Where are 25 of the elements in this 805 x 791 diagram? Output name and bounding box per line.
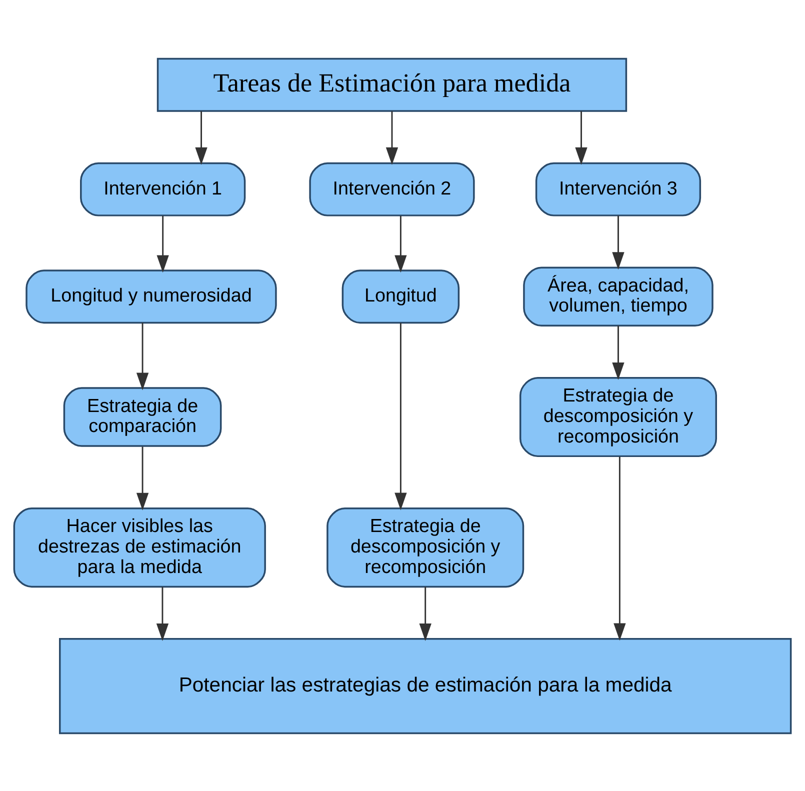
node-box: Longitud y numerosidad	[26, 269, 277, 324]
arrow	[612, 325, 624, 380]
arrow	[136, 322, 149, 390]
node-box: Potenciar las estrategias de estimación para la medida	[59, 638, 792, 734]
arrow	[136, 446, 149, 510]
arrow	[612, 215, 624, 270]
node-box: Estrategia de descomposición y recomposición	[519, 376, 717, 457]
arrow	[195, 110, 208, 164]
arrow	[394, 215, 407, 272]
arrow	[614, 456, 626, 640]
arrow	[394, 322, 407, 510]
arrow	[419, 586, 432, 640]
arrow	[386, 110, 398, 164]
node-box: Intervención 2	[309, 162, 475, 216]
node-box: Tareas de Estimación para medida	[156, 57, 628, 112]
arrow	[575, 110, 588, 164]
node-box: Intervención 1	[80, 162, 246, 216]
node-box: Área, capacidad, volumen, tiempo	[523, 266, 714, 326]
node-box: Estrategia de comparación	[63, 386, 222, 446]
node-box: Longitud	[342, 269, 460, 324]
node-box: Intervención 3	[535, 162, 702, 216]
node-box: Estrategia de descomposición y recomposición	[326, 507, 524, 588]
node-box: Hacer visibles las destrezas de estimación para la medida	[13, 507, 266, 588]
arrow	[156, 215, 169, 272]
arrow	[156, 586, 169, 640]
